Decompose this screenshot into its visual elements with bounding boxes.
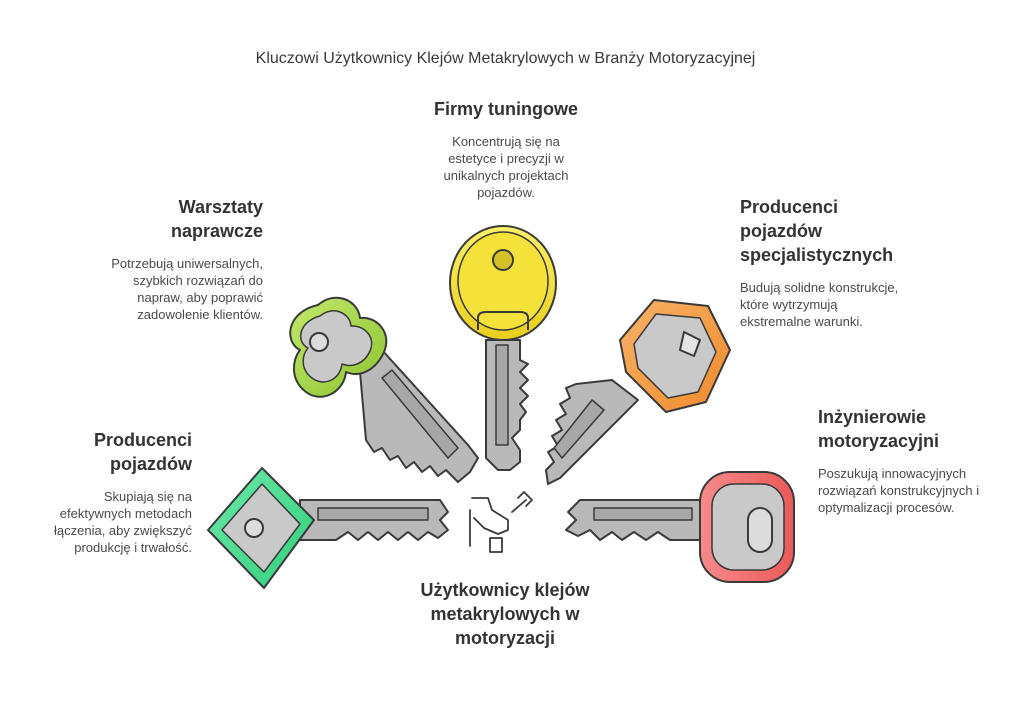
page-title: Kluczowi Użytkownicy Klejów Metakrylowyc… [255,50,756,67]
center-title: Użytkownicy klejów metakrylowych w motor… [420,580,590,648]
item-description: Potrzebują uniwersalnych, szybkich rozwi… [111,256,263,322]
item-warsztaty-naprawcze: Warsztaty naprawcze Potrzebują uniwersal… [95,195,263,323]
key-producenci-pojazdow [207,467,449,589]
item-description: Koncentrują się na estetyce i precyzji w… [443,134,569,200]
item-description: Poszukują innowacyjnych rozwiązań konstr… [818,466,980,515]
item-producenci-pojazdow-specjalistycznych: Producenci pojazdów specjalistycznych Bu… [740,195,920,330]
item-description: Budują solidne konstrukcje, które wytrzy… [740,280,899,329]
key-inzynierowie-motoryzacyjni [565,471,795,583]
item-title: Producenci pojazdów [93,430,192,474]
center-label: Użytkownicy klejów metakrylowych w motor… [410,578,600,650]
item-description: Skupiają się na efektywnych metodach łąc… [54,489,192,555]
key-warsztaty-naprawcze [289,296,479,483]
item-inzynierowie-motoryzacyjni: Inżynierowie motoryzacyjni Poszukują inn… [818,405,988,516]
item-title: Inżynierowie motoryzacyjni [818,407,940,451]
item-firmy-tuningowe: Firmy tuningowe Koncentrują się na estet… [403,97,609,201]
item-title: Warsztaty naprawcze [170,197,263,241]
key-producenci-pojazdow-specjalistycznych [545,299,731,485]
key-firmy-tuningowe [449,225,557,471]
item-title: Firmy tuningowe [434,99,578,119]
glue-applicator-icon [469,491,533,553]
item-producenci-pojazdow: Producenci pojazdów Skupiają się na efek… [40,428,192,556]
item-title: Producenci pojazdów specjalistycznych [740,197,894,265]
